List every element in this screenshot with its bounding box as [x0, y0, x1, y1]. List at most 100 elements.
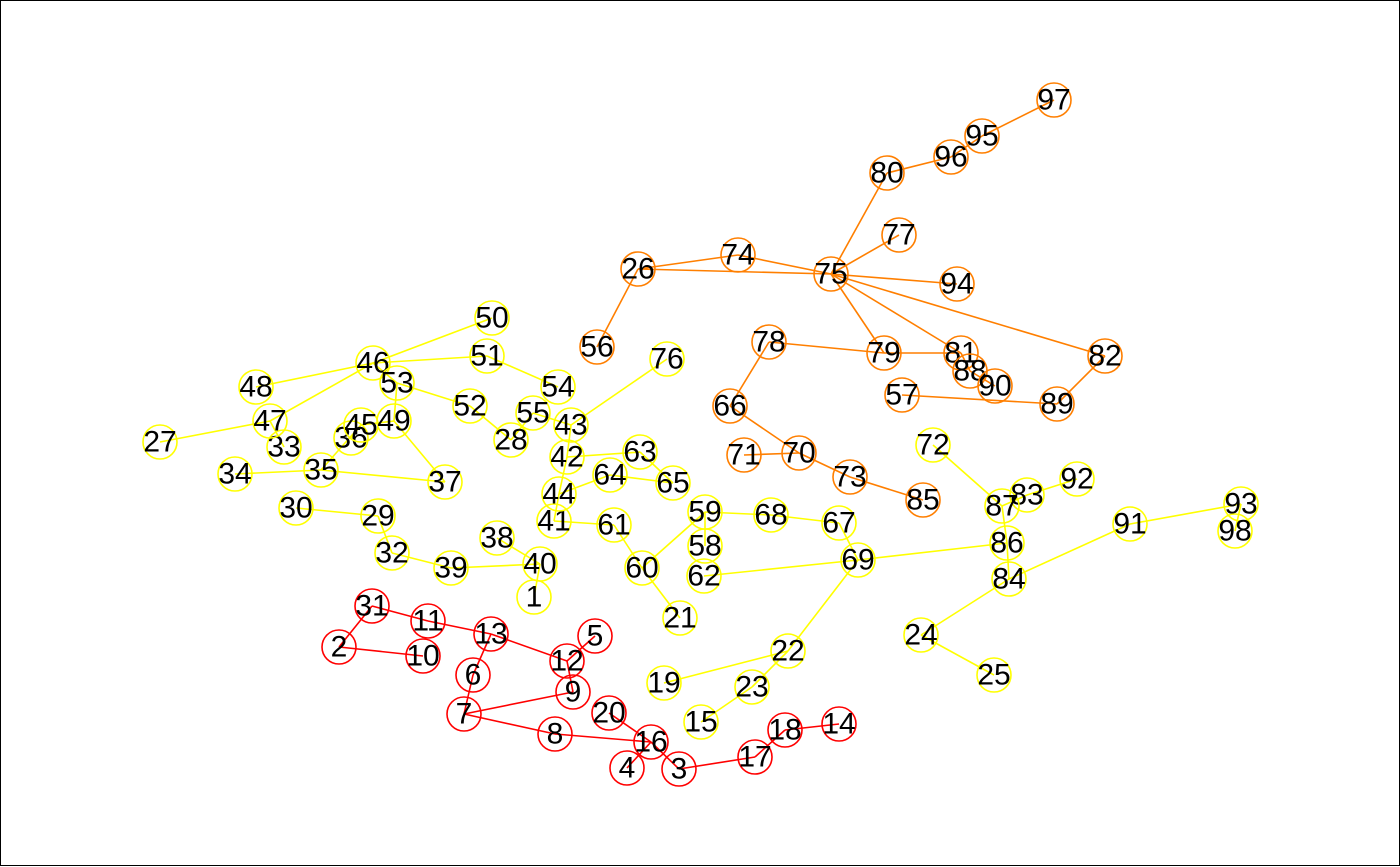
node-circle — [655, 465, 691, 501]
node-circle — [1223, 486, 1259, 522]
node-81: 81 — [943, 335, 979, 371]
edge-87-83 — [1001, 494, 1028, 507]
edge-46-47 — [269, 362, 374, 422]
node-circle — [333, 420, 369, 456]
node-66: 66 — [712, 388, 748, 424]
node-circle — [884, 377, 920, 413]
node-circle — [620, 251, 656, 287]
node-label: 10 — [406, 640, 439, 673]
edge-13-12 — [490, 633, 568, 662]
edge-44-41 — [553, 493, 560, 522]
node-circle — [1087, 338, 1123, 374]
node-circle — [720, 237, 756, 273]
node-circle — [433, 550, 469, 586]
node-84: 84 — [991, 561, 1027, 597]
node-58: 58 — [687, 528, 723, 564]
node-80: 80 — [869, 155, 905, 191]
edge-64-65 — [609, 474, 674, 484]
node-circle — [751, 324, 787, 360]
node-circle — [355, 345, 391, 381]
node-label: 63 — [623, 436, 656, 469]
node-label: 17 — [738, 741, 771, 774]
node-label: 47 — [253, 405, 286, 438]
node-label: 23 — [735, 671, 768, 704]
node-label: 18 — [768, 714, 801, 747]
edge-29-32 — [377, 515, 393, 554]
edge-2-10 — [338, 646, 424, 657]
node-label: 49 — [377, 405, 410, 438]
node-label: 5 — [587, 620, 604, 653]
node-circle — [622, 434, 658, 470]
node-circle — [592, 457, 628, 493]
node-circle — [712, 388, 748, 424]
node-circle — [252, 403, 288, 439]
node-6: 6 — [455, 657, 491, 693]
node-circle — [781, 435, 817, 471]
node-label: 11 — [412, 605, 443, 638]
edge-22-19 — [663, 650, 789, 684]
node-label: 58 — [688, 530, 721, 563]
edge-8-16 — [554, 733, 652, 743]
node-label: 12 — [550, 645, 583, 678]
node-11: 11 — [410, 603, 446, 639]
node-23: 23 — [734, 669, 770, 705]
edge-7-8 — [463, 713, 556, 735]
node-75: 75 — [813, 256, 849, 292]
node-14: 14 — [821, 706, 857, 742]
node-circle — [303, 452, 339, 488]
node-18: 18 — [767, 712, 803, 748]
node-27: 27 — [142, 424, 178, 460]
node-label: 79 — [867, 337, 900, 370]
node-circle — [321, 629, 357, 665]
node-8: 8 — [537, 716, 573, 752]
node-95: 95 — [964, 118, 1000, 154]
edge-22-23 — [751, 650, 789, 688]
node-34: 34 — [217, 456, 253, 492]
edge-73-85 — [849, 476, 924, 501]
node-circle — [455, 657, 491, 693]
node-53: 53 — [379, 365, 415, 401]
node-label: 2 — [331, 631, 348, 664]
node-label: 67 — [822, 507, 855, 540]
node-circle — [964, 118, 1000, 154]
edge-6-7 — [463, 674, 474, 715]
node-circle — [813, 256, 849, 292]
node-label: 74 — [721, 239, 754, 272]
node-33: 33 — [266, 429, 302, 465]
node-39: 39 — [433, 550, 469, 586]
node-25: 25 — [976, 657, 1012, 693]
node-circle — [541, 476, 577, 512]
node-label: 45 — [344, 409, 377, 442]
edge-17-18 — [754, 729, 786, 758]
node-label: 52 — [453, 390, 486, 423]
node-label: 13 — [474, 618, 507, 651]
node-67: 67 — [821, 505, 857, 541]
node-label: 4 — [619, 752, 636, 785]
node-circle — [881, 217, 917, 253]
node-42: 42 — [549, 439, 585, 475]
node-label: 25 — [977, 659, 1010, 692]
edge-30-29 — [295, 507, 379, 517]
node-label: 54 — [541, 371, 574, 404]
node-label: 76 — [650, 343, 683, 376]
edge-13-6 — [472, 633, 492, 676]
node-90: 90 — [977, 368, 1013, 404]
node-circle — [522, 546, 558, 582]
node-97: 97 — [1036, 82, 1072, 118]
node-label: 60 — [625, 552, 658, 585]
node-label: 20 — [592, 697, 625, 730]
edge-84-91 — [1008, 523, 1131, 580]
edge-66-70 — [729, 405, 800, 454]
edge-26-56 — [596, 268, 639, 348]
node-label: 14 — [822, 708, 855, 741]
node-label: 70 — [782, 437, 815, 470]
node-circle — [515, 395, 551, 431]
edge-35-45 — [320, 424, 362, 471]
node-label: 34 — [218, 458, 251, 491]
node-circle — [591, 695, 627, 731]
node-76: 76 — [649, 341, 685, 377]
node-label: 19 — [647, 667, 680, 700]
node-circle — [1009, 477, 1045, 513]
node-label: 30 — [279, 492, 312, 525]
edge-46-51 — [372, 355, 488, 364]
